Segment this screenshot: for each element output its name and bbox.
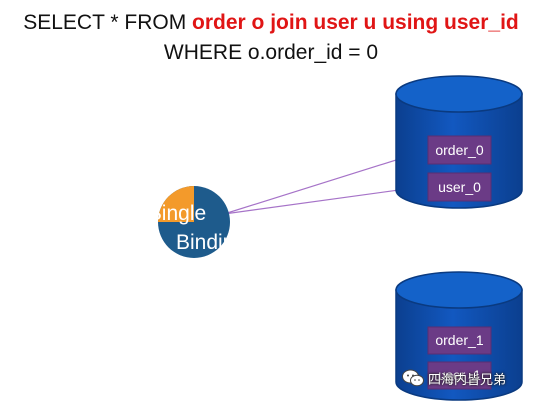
watermark-text: 四海内皆兄弟 [428,371,507,387]
table-user-0-label: user_0 [438,179,481,195]
binding-circle: Single Binding [148,186,246,258]
sql-query-highlight: order o join user u using user_id [192,11,519,34]
table-user-1-label: user_1 [438,367,481,383]
table-order-1: order_1 [427,326,492,355]
binding-circle-orange-segment [158,186,194,222]
table-user-0: user_0 [427,172,492,202]
binding-label-line-2: Binding [176,231,246,254]
database-0-top [395,75,523,113]
connector-user-0 [223,185,429,215]
table-order-1-label: order_1 [435,332,483,348]
sql-query-line-1: SELECT * FROM order o join user u using … [0,11,542,35]
table-user-1: user_1 [427,361,492,390]
database-1: order_1 user_1 [395,271,523,401]
table-order-0-label: order_0 [435,142,483,158]
binding-label-line-1: Single [148,202,206,225]
sql-query-prefix: SELECT * FROM [23,11,193,34]
database-1-top [395,271,523,309]
sql-query-line-2: WHERE o.order_id = 0 [163,41,379,64]
watermark: 四海内皆兄弟 [402,366,506,390]
connector-order-0 [223,149,429,215]
wechat-icon [402,369,424,387]
table-order-0: order_0 [427,135,492,165]
database-0: order_0 user_0 [395,75,523,209]
